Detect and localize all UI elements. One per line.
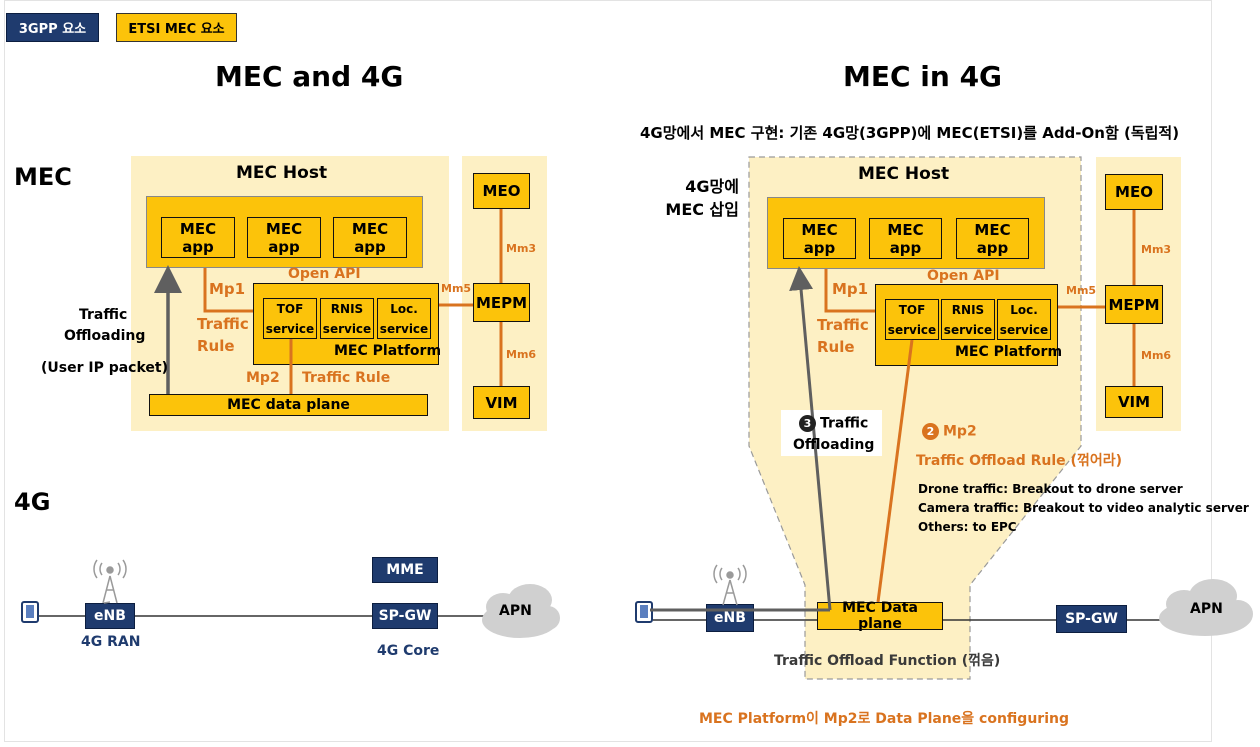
legend-etsi-mec: ETSI MEC 요소 [116,13,237,42]
step3-text: Traffic [820,415,869,432]
rule-line: Drone traffic: Breakout to drone server [918,482,1183,496]
traffic-rule-label: Traffic [197,315,249,333]
open-api-label: Open API [927,268,1000,284]
service-line: service [943,322,993,337]
cloud-icon [1159,579,1253,636]
rnis-service-box: RNIS service [941,299,995,340]
traffic-rule-label: Rule [197,337,235,355]
rule-line: Others: to EPC [918,520,1017,534]
traffic-rule-mp2-label: Traffic Rule [302,370,391,386]
rnis-service-box: RNIS service [320,298,374,339]
legend-3gpp: 3GPP 요소 [6,13,99,42]
mp2-rule-link [876,339,914,603]
mec-app-box: MEC app [247,217,321,258]
right-title: MEC in 4G [843,60,1003,93]
traffic-offload-function-label: Traffic Offload Function (꺾음) [774,653,1001,669]
apn-label: APN [1190,601,1223,617]
open-api-label: Open API [288,266,361,282]
mp1-link [824,269,875,313]
service-line: TOF [276,301,304,316]
mec-app-box: MEC app [869,218,942,259]
vim-box: VIM [1105,386,1163,418]
mepm-box: MEPM [473,283,530,322]
enb-box: eNB [85,603,135,629]
offloading-callout [781,410,882,456]
service-line: RNIS [330,301,364,316]
footer-note: MEC Platform이 Mp2로 Data Plane을 configuri… [699,711,1069,727]
mec-platform-label: MEC Platform [334,343,442,359]
traffic-rule-label: Rule [817,338,855,356]
mp1-link [203,268,253,313]
traffic-offload-rule-label: Traffic Offload Rule (꺾어라) [916,453,1122,469]
mec-app-box: MEC app [783,218,856,259]
mm5-label: Mm5 [441,282,472,295]
cloud-icon [482,584,560,638]
step2-badge: 2 [922,423,939,440]
mm3-label: Mm3 [506,242,537,255]
mm3-label: Mm3 [1141,243,1172,256]
traffic-offloading-label: Offloading [64,328,146,344]
diagram-frame [4,0,1212,742]
mp1-label: Mp1 [209,280,246,298]
core-label: 4G Core [377,643,440,659]
step3-label: Offloading [793,437,875,453]
mec-host-label: MEC Host [236,163,328,183]
mme-box: MME [372,557,438,583]
mec-host-label-right: MEC Host [858,164,950,184]
mepm-box: MEPM [1105,285,1163,324]
tof-service-box: TOF service [885,299,939,340]
insert-label: MEC 삽입 [665,200,739,219]
rule-line: Camera traffic: Breakout to video analyt… [918,501,1249,515]
mec-data-plane-box-right: MEC Data plane [817,600,943,632]
mec-platform-label: MEC Platform [955,344,1063,360]
mec-app-box: MEC app [333,217,407,258]
ran-label: 4G RAN [81,634,141,650]
loc-service-box: Loc. service [377,298,431,339]
service-line: TOF [898,302,926,317]
step3-badge: 3 [799,415,816,432]
service-line: service [265,321,315,336]
step2-text: Mp2 [943,423,977,440]
service-line: service [379,321,429,336]
apn-label: APN [499,603,532,619]
mp2-label: Mp2 [246,370,280,386]
phone-icon [21,601,39,623]
phone-icon [635,601,653,623]
mm6-label: Mm6 [506,348,537,361]
cell-tower-icon [93,559,127,604]
service-line: Loc. [1010,302,1038,317]
right-subtitle: 4G망에서 MEC 구현: 기존 4G망(3GPP)에 MEC(ETSI)를 A… [640,124,1180,142]
mp1-label: Mp1 [832,280,869,298]
vim-box: VIM [473,386,530,419]
mm5-label: Mm5 [1066,284,1097,297]
service-line: service [999,322,1049,337]
cell-tower-icon [713,564,747,606]
mec-app-box: MEC app [956,218,1029,259]
left-title: MEC and 4G [215,60,404,93]
sp-gw-box: SP-GW [1056,605,1127,633]
mec-app-box: MEC app [161,217,235,258]
service-line: Loc. [390,301,418,316]
section-label-mec: MEC [14,163,72,191]
insert-label: 4G망에 [685,177,739,196]
user-ip-packet-label: (User IP packet) [41,360,169,376]
service-line: RNIS [951,302,985,317]
tof-service-box: TOF service [263,298,317,339]
sp-gw-box: SP-GW [372,603,438,629]
service-line: service [887,322,937,337]
meo-box: MEO [1105,174,1163,210]
mm6-label: Mm6 [1141,349,1172,362]
mec-data-plane-box: MEC data plane [149,394,428,416]
traffic-rule-label: Traffic [817,316,869,334]
offloading-arrow [789,266,832,611]
loc-service-box: Loc. service [997,299,1051,340]
meo-box: MEO [473,173,530,209]
traffic-offloading-label: Traffic [79,307,128,323]
service-line: service [322,321,372,336]
section-label-4g: 4G [14,488,51,516]
